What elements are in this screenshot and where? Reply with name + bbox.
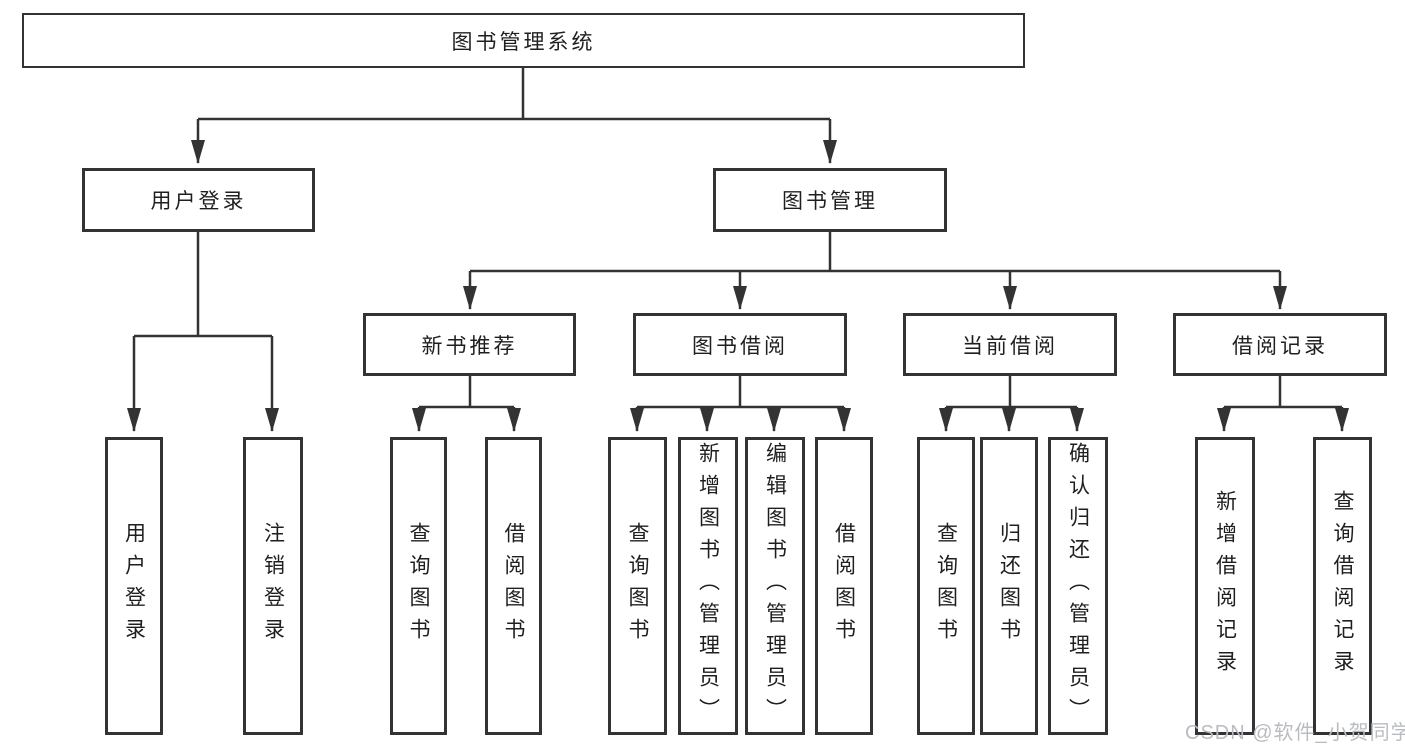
node-new-book-recommend: 新书推荐 [363,313,576,376]
node-cb-query-books: 查询图书 [917,437,975,735]
node-label: 用户登录 [122,522,146,650]
node-label: 归还图书 [997,522,1021,650]
node-user-login: 用户登录 [82,168,315,232]
node-br-add-record: 新增借阅记录 [1195,437,1255,735]
node-label: 图书管理 [782,190,878,213]
node-label: 新书推荐 [421,334,518,358]
node-label: 图书管理系统 [451,30,596,54]
node-book-management: 图书管理 [713,168,947,232]
node-label: 借阅图书 [502,522,525,650]
watermark: CSDN @软件_小贺同学 [1185,722,1405,744]
node-user-login-leaf: 用户登录 [105,437,163,735]
node-nbr-borrow-books: 借阅图书 [485,437,542,735]
node-label: 借阅图书 [832,522,856,650]
node-label: 图书借阅 [692,334,788,358]
node-label: 查询图书 [934,522,958,650]
node-label: 当前借阅 [962,334,1058,358]
node-label: 新增图书（管理员） [696,442,720,730]
node-book-borrow: 图书借阅 [633,313,847,376]
node-label: 注销登录 [261,522,285,650]
node-borrow-records: 借阅记录 [1173,313,1387,376]
node-label: 新增借阅记录 [1213,490,1237,682]
node-label: 编辑图书（管理员） [763,442,787,730]
node-cb-confirm-return-admin: 确认归还（管理员） [1048,437,1108,735]
node-label: 查询图书 [626,522,649,650]
node-bb-edit-books-admin: 编辑图书（管理员） [745,437,805,735]
node-bb-add-books-admin: 新增图书（管理员） [678,437,738,735]
node-bb-borrow-books: 借阅图书 [815,437,873,735]
node-label: 借阅记录 [1232,334,1328,358]
node-label: 查询图书 [407,522,430,650]
node-bb-query-books: 查询图书 [608,437,667,735]
node-cb-return-books: 归还图书 [980,437,1038,735]
node-br-query-record: 查询借阅记录 [1313,437,1372,735]
node-current-borrow: 当前借阅 [903,313,1117,376]
node-logout: 注销登录 [243,437,303,735]
node-root: 图书管理系统 [22,13,1025,68]
node-nbr-query-books: 查询图书 [390,437,447,735]
node-label: 确认归还（管理员） [1066,442,1090,730]
node-label: 用户登录 [150,190,247,213]
node-label: 查询借阅记录 [1331,490,1354,682]
